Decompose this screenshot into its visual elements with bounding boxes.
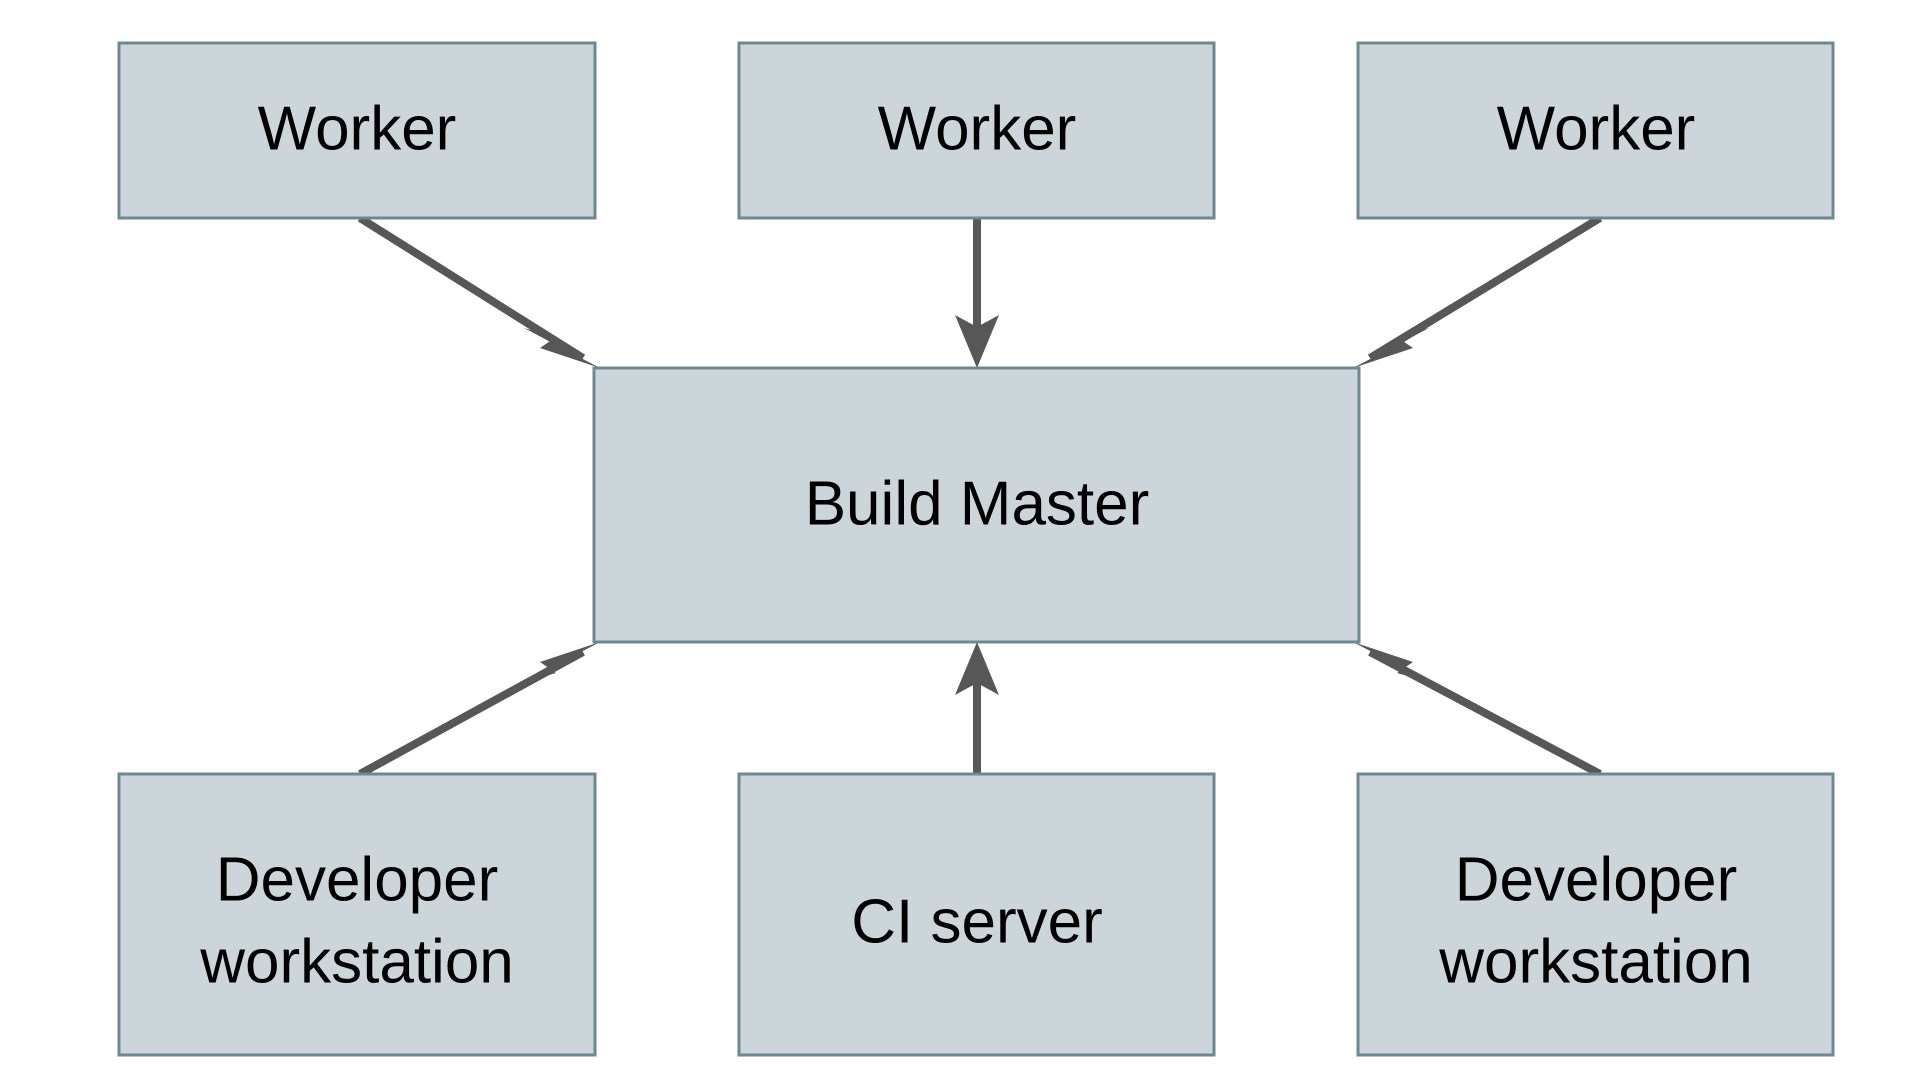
node-developer-workstation-left-label-line-1: Developer [216,845,499,914]
edge-worker-2-to-build-master [955,218,999,368]
node-worker-2-box[interactable] [737,41,1216,220]
node-developer-workstation-right[interactable]: Developer workstation [1356,772,1835,1057]
node-developer-workstation-left-box[interactable] [117,772,597,1057]
arrowhead-icon [955,315,999,368]
edge-developer-workstation-left-to-build-master [358,642,600,778]
node-ci-server[interactable]: CI server [737,772,1216,1057]
node-developer-workstation-left[interactable]: Developer workstation [117,772,597,1057]
node-build-master-label: Build Master [805,469,1150,538]
arrowhead-icon [524,642,600,682]
node-developer-workstation-left-label-line-2: workstation [199,927,514,996]
node-developer-workstation-right-box[interactable] [1356,772,1835,1057]
node-worker-1-box[interactable] [117,41,597,220]
node-build-master-box[interactable] [592,366,1361,644]
edge-ci-server-to-build-master [955,642,999,774]
node-build-master[interactable]: Build Master [592,366,1361,644]
node-worker-3-box[interactable] [1356,41,1835,220]
arrowhead-icon [1353,642,1429,682]
arrowhead-icon [1353,328,1429,368]
arrowhead-icon [524,328,600,368]
node-ci-server-label: CI server [851,887,1102,956]
node-worker-2[interactable]: Worker [737,41,1216,220]
node-worker-1[interactable]: Worker [117,41,597,220]
node-worker-2-label: Worker [878,94,1077,163]
node-worker-1-label: Worker [258,94,457,163]
edge-developer-workstation-right-to-build-master [1353,642,1602,778]
node-developer-workstation-right-label-line-2: workstation [1438,927,1753,996]
edge-worker-3-to-build-master [1353,214,1603,368]
edge-worker-1-to-build-master [357,214,600,368]
node-ci-server-box[interactable] [737,772,1216,1057]
node-developer-workstation-right-label-line-1: Developer [1455,845,1738,914]
arrowhead-icon [955,642,999,695]
node-worker-3-label: Worker [1497,94,1696,163]
node-worker-3[interactable]: Worker [1356,41,1835,220]
